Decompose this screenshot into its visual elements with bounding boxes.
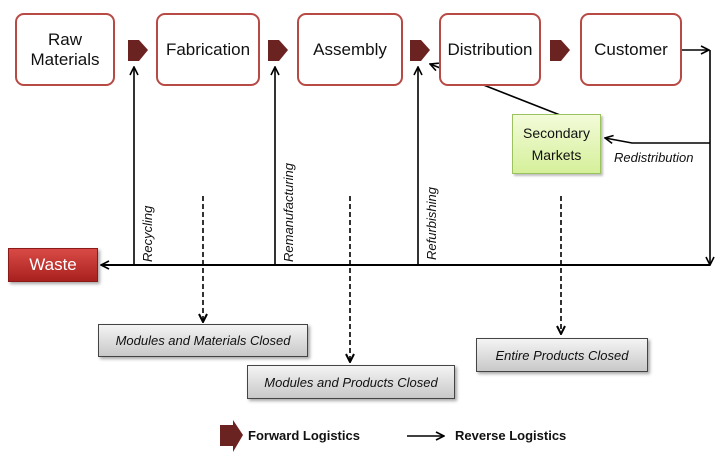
legend-reverse-label: Reverse Logistics	[455, 428, 567, 443]
legend-forward-icon-shape	[220, 420, 243, 452]
forward-arrow-2	[268, 40, 288, 61]
modules-materials-closed-box[interactable]: Modules and Materials Closed	[98, 324, 308, 357]
secondary-markets-label: Secondary Markets	[523, 125, 590, 163]
stage-label: Fabrication	[165, 39, 251, 59]
recycling-label: Recycling	[140, 205, 155, 262]
stage-customer[interactable]: Customer	[580, 13, 682, 86]
stage-fabrication[interactable]: Fabrication	[156, 13, 260, 86]
redistribution-label: Redistribution	[614, 150, 694, 165]
entire-products-closed-box[interactable]: Entire Products Closed	[476, 338, 648, 372]
waste-box[interactable]: Waste	[8, 248, 98, 282]
forward-arrow-1	[128, 40, 148, 61]
forward-arrow-3	[410, 40, 430, 61]
entire-products-closed-label: Entire Products Closed	[495, 347, 629, 363]
stage-label: Raw Materials	[30, 29, 100, 69]
secondary-markets-box[interactable]: Secondary Markets	[512, 114, 601, 174]
modules-products-closed-box[interactable]: Modules and Products Closed	[247, 365, 455, 399]
stage-label: Customer	[594, 39, 668, 59]
stage-label: Assembly	[313, 39, 387, 59]
stage-label: Distribution	[447, 39, 533, 59]
modules-materials-closed-label: Modules and Materials Closed	[115, 333, 291, 348]
remanufacturing-label: Remanufacturing	[281, 163, 296, 262]
refurbishing-label: Refurbishing	[424, 187, 439, 260]
stage-raw-materials[interactable]: Raw Materials	[15, 13, 115, 86]
waste-label: Waste	[29, 255, 77, 274]
stage-assembly[interactable]: Assembly	[297, 13, 403, 86]
legend-forward-label: Forward Logistics	[248, 428, 360, 443]
redistribution-line	[605, 138, 710, 143]
modules-products-closed-label: Modules and Products Closed	[264, 374, 438, 390]
stage-distribution[interactable]: Distribution	[439, 13, 541, 86]
forward-arrow-4	[550, 40, 570, 61]
